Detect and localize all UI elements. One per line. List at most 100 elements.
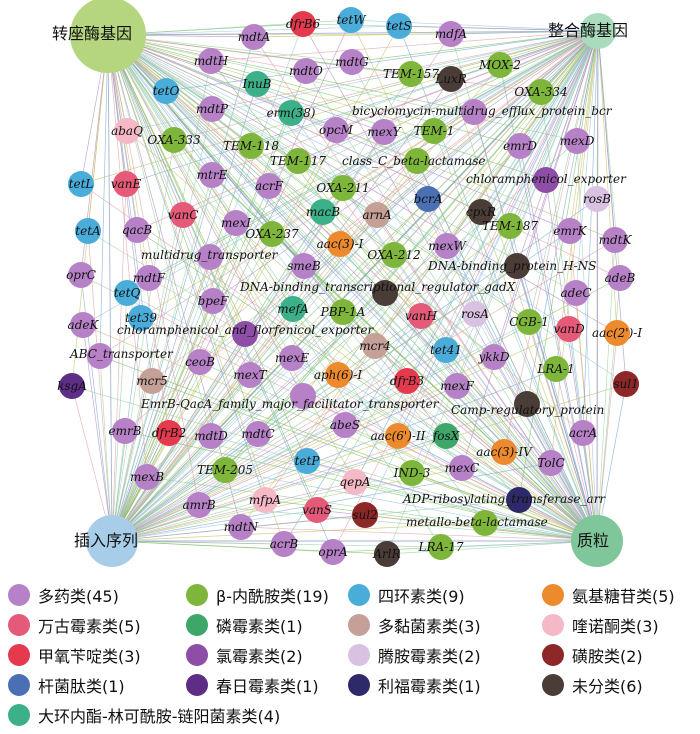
gene-node-aac(3)-I[interactable] <box>327 231 353 257</box>
gene-node-mtrE[interactable] <box>199 162 225 188</box>
gene-node-mdtN[interactable] <box>228 514 254 540</box>
gene-node-vanD[interactable] <box>556 316 582 342</box>
gene-node-mexE[interactable] <box>279 345 305 371</box>
gene-node-smeB[interactable] <box>291 253 317 279</box>
gene-node-ykkD[interactable] <box>481 344 507 370</box>
gene-node-chloramphenicol_and_florfenicol_exporter[interactable] <box>232 321 258 347</box>
gene-node-mdtO[interactable] <box>293 58 319 84</box>
gene-node-dfrB3[interactable] <box>394 368 420 394</box>
gene-node-mdtA[interactable] <box>241 24 267 50</box>
gene-node-TEM-118[interactable] <box>238 133 264 159</box>
gene-node-mexW[interactable] <box>434 233 460 259</box>
gene-node-acrB[interactable] <box>271 531 297 557</box>
hub-node-insertion[interactable] <box>86 515 138 567</box>
gene-node-TEM-187[interactable] <box>497 213 523 239</box>
gene-node-ADP-ribosylating_transferase_arr[interactable] <box>506 487 532 513</box>
gene-node-qepA[interactable] <box>342 469 368 495</box>
gene-node-mdtH[interactable] <box>198 48 224 74</box>
hub-node-integrase[interactable] <box>580 13 616 49</box>
gene-node-oprA[interactable] <box>320 539 346 565</box>
gene-node-EmrB-QacA_family_major_facilitator_transporter[interactable] <box>290 383 316 409</box>
gene-node-aac(3)-IV[interactable] <box>491 439 517 465</box>
gene-node-emrB[interactable] <box>112 418 138 444</box>
gene-node-tetL[interactable] <box>68 171 94 197</box>
gene-node-ABC_transporter[interactable] <box>87 343 113 369</box>
gene-node-OXA-212[interactable] <box>381 242 407 268</box>
gene-node-oprC[interactable] <box>68 262 94 288</box>
gene-node-tetO[interactable] <box>153 78 179 104</box>
gene-node-erm(38)[interactable] <box>278 100 304 126</box>
gene-node-mdtG[interactable] <box>339 49 365 75</box>
gene-node-tetW[interactable] <box>338 7 364 33</box>
gene-node-emrD[interactable] <box>507 133 533 159</box>
gene-node-class_C_beta-lactamase[interactable] <box>404 148 430 174</box>
gene-node-mexF[interactable] <box>444 373 470 399</box>
gene-node-tetP[interactable] <box>294 448 320 474</box>
gene-node-mcr4[interactable] <box>362 333 388 359</box>
gene-node-dfrB6[interactable] <box>290 11 316 37</box>
gene-node-bpeF[interactable] <box>200 288 226 314</box>
gene-node-mfpA[interactable] <box>252 487 278 513</box>
gene-node-chloramphenicol_exporter[interactable] <box>533 167 559 193</box>
gene-node-mdtP[interactable] <box>199 96 225 122</box>
gene-node-PBP-1A[interactable] <box>330 299 356 325</box>
gene-node-aac(6')-II[interactable] <box>385 423 411 449</box>
gene-node-arnA[interactable] <box>364 202 390 228</box>
gene-node-abaQ[interactable] <box>114 118 140 144</box>
gene-node-OXA-333[interactable] <box>161 127 187 153</box>
gene-node-dfrB2[interactable] <box>156 420 182 446</box>
gene-node-mefA[interactable] <box>280 296 306 322</box>
gene-node-acrF[interactable] <box>256 173 282 199</box>
gene-node-mexC[interactable] <box>449 455 475 481</box>
gene-node-mcr5[interactable] <box>139 368 165 394</box>
gene-node-mexT[interactable] <box>237 362 263 388</box>
gene-node-sul2[interactable] <box>352 502 378 528</box>
gene-node-tet39[interactable] <box>128 305 154 331</box>
gene-node-tetS[interactable] <box>386 13 412 39</box>
gene-node-fosX[interactable] <box>433 423 459 449</box>
hub-node-plasmid[interactable] <box>571 515 623 567</box>
gene-node-vanC[interactable] <box>170 202 196 228</box>
gene-node-mexY[interactable] <box>371 119 397 145</box>
gene-node-mdtF[interactable] <box>136 265 162 291</box>
gene-node-OXA-334[interactable] <box>528 79 554 105</box>
gene-node-LRA-1[interactable] <box>543 356 569 382</box>
gene-node-DNA-binding_protein_H-NS[interactable] <box>504 253 530 279</box>
gene-node-TEM-157[interactable] <box>398 61 424 87</box>
gene-node-adeK[interactable] <box>70 312 96 338</box>
gene-node-TEM-205[interactable] <box>212 457 238 483</box>
gene-node-mdtC[interactable] <box>245 421 271 447</box>
gene-node-LuxR[interactable] <box>438 66 464 92</box>
gene-node-bcrA[interactable] <box>415 186 441 212</box>
gene-node-amrB[interactable] <box>186 492 212 518</box>
gene-node-mdtD[interactable] <box>198 423 224 449</box>
gene-node-rosB[interactable] <box>584 186 610 212</box>
gene-node-aph(6)-I[interactable] <box>325 362 351 388</box>
gene-node-multidrug_transporter[interactable] <box>197 244 223 270</box>
gene-node-acrA[interactable] <box>570 420 596 446</box>
gene-node-sul1[interactable] <box>613 371 639 397</box>
gene-node-OXA-211[interactable] <box>330 175 356 201</box>
gene-node-bicyclomycin-multidrug_efflux_protein_bcr[interactable] <box>461 99 487 125</box>
gene-node-ksgA[interactable] <box>59 373 85 399</box>
gene-node-vanH[interactable] <box>408 303 434 329</box>
gene-node-mexI[interactable] <box>223 210 249 236</box>
gene-node-ArlR[interactable] <box>374 541 400 567</box>
gene-node-TEM-117[interactable] <box>285 148 311 174</box>
gene-node-emrK[interactable] <box>557 218 583 244</box>
gene-node-cpxR[interactable] <box>468 199 494 225</box>
gene-node-rosA[interactable] <box>462 301 488 327</box>
gene-node-macB[interactable] <box>310 199 336 225</box>
gene-node-DNA-binding_transcriptional_regulator_gadX[interactable] <box>372 280 398 306</box>
hub-node-transposase[interactable] <box>70 0 146 73</box>
gene-node-OXA-237[interactable] <box>259 221 285 247</box>
gene-node-IND-3[interactable] <box>399 460 425 486</box>
gene-node-Camp-regulatory_protein[interactable] <box>514 391 540 417</box>
gene-node-mdtK[interactable] <box>602 227 628 253</box>
gene-node-MOX-2[interactable] <box>487 52 513 78</box>
gene-node-qacB[interactable] <box>124 217 150 243</box>
gene-node-mexB[interactable] <box>134 464 160 490</box>
gene-node-vanS[interactable] <box>304 497 330 523</box>
gene-node-tetA[interactable] <box>75 218 101 244</box>
gene-node-TolC[interactable] <box>538 450 564 476</box>
